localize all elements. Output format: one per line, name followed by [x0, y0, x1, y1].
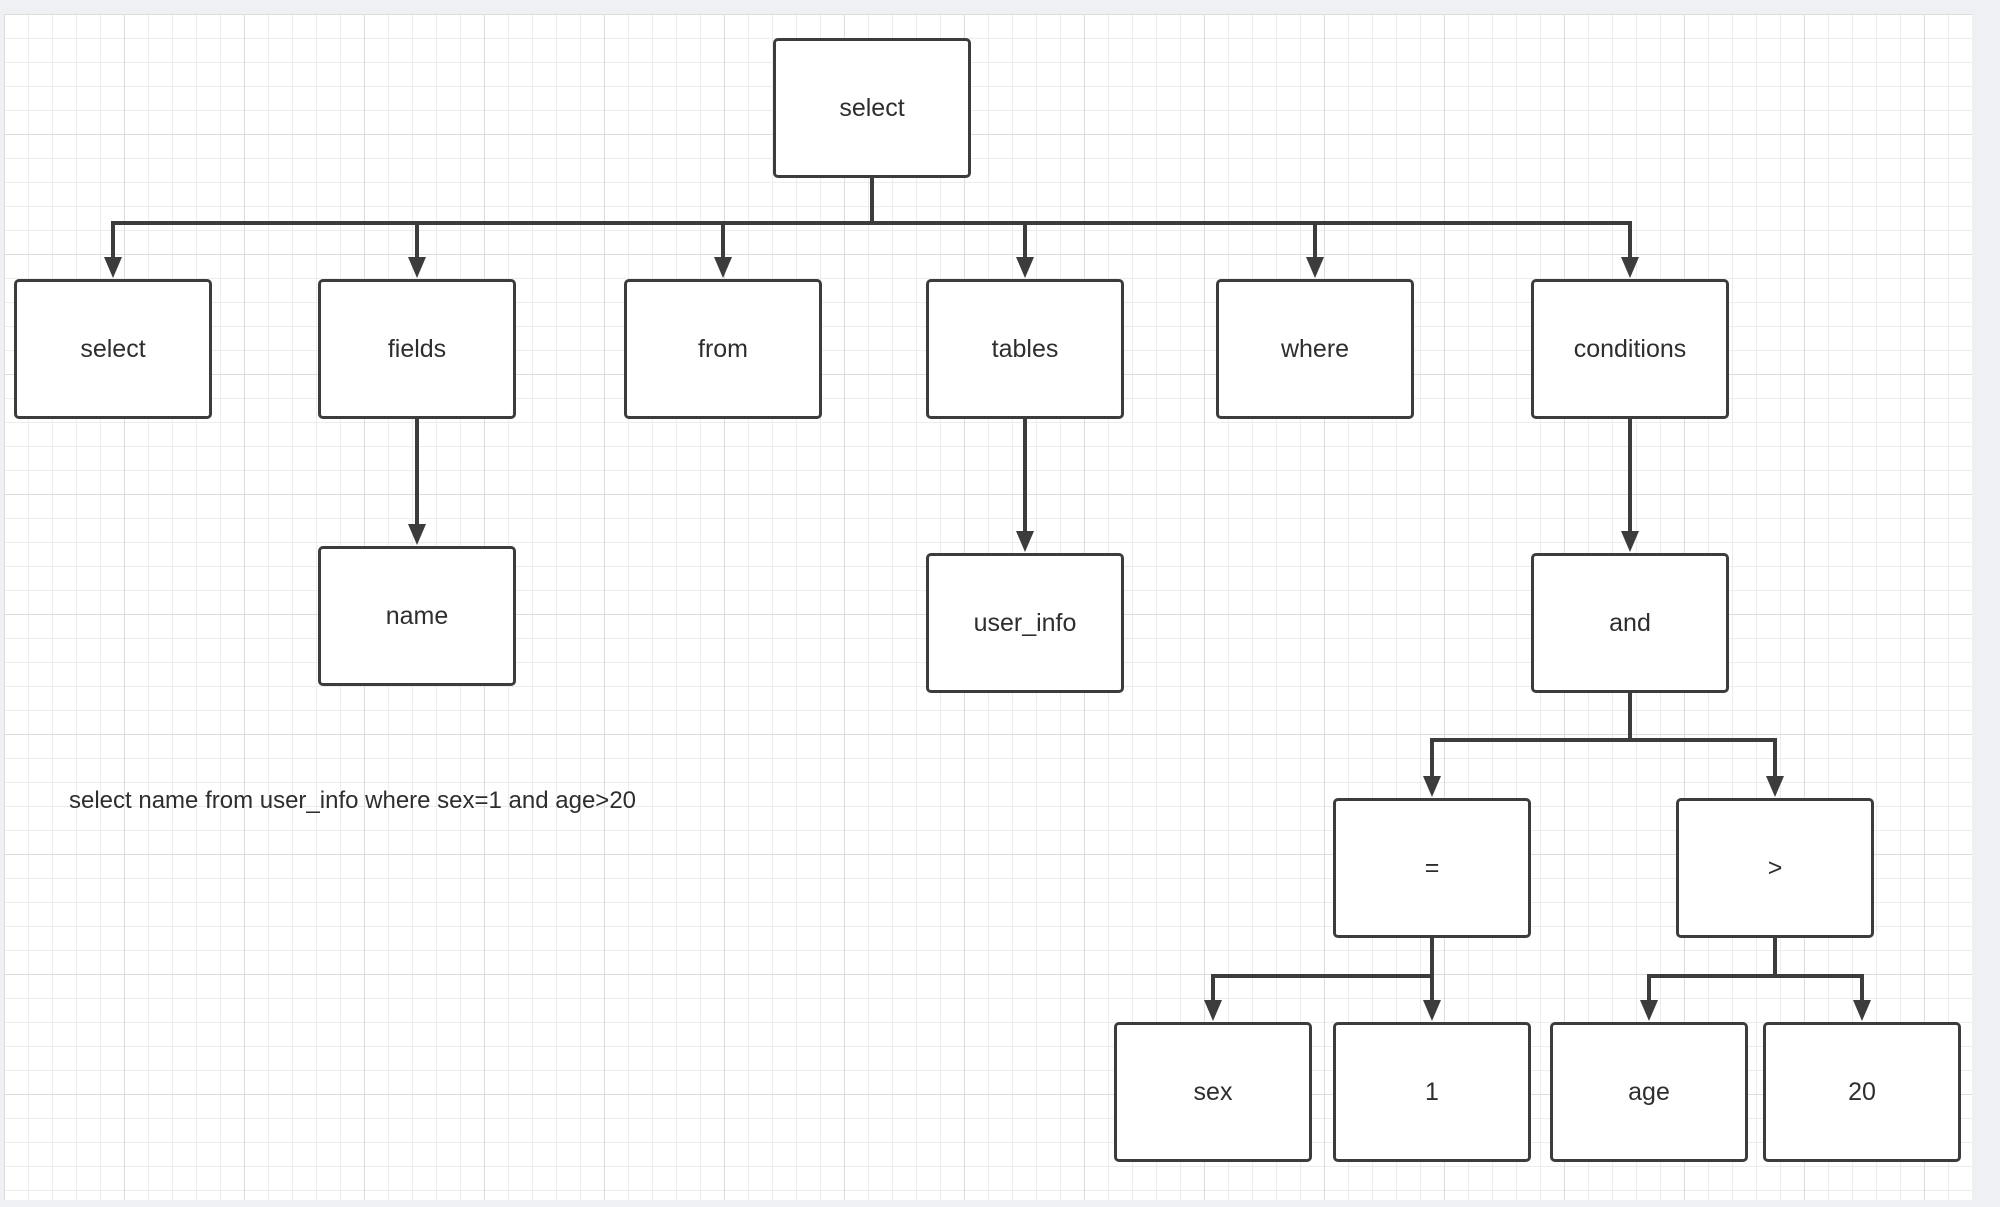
arrowhead-fields [408, 257, 426, 278]
arrowhead-gt [1766, 776, 1784, 797]
arrowhead-twenty [1853, 1000, 1871, 1021]
edges-layer [104, 178, 1871, 1021]
arrowhead-user_info [1016, 531, 1034, 552]
arrowhead-sex [1204, 1000, 1222, 1021]
arrowhead-and [1621, 531, 1639, 552]
connector-root-from [721, 178, 874, 265]
node-conditions[interactable]: conditions [1531, 279, 1729, 419]
connector-and-gt [1628, 693, 1777, 784]
arrowhead-name [408, 524, 426, 545]
arrowhead-one [1423, 1000, 1441, 1021]
node-root-select[interactable]: select [773, 38, 971, 178]
node-sex[interactable]: sex [1114, 1022, 1312, 1162]
arrowhead-where [1306, 257, 1324, 278]
node-1[interactable]: 1 [1333, 1022, 1531, 1162]
connector-root-conditions [870, 178, 1632, 265]
node-age[interactable]: age [1550, 1022, 1748, 1162]
node-equals[interactable]: = [1333, 798, 1531, 938]
arrowhead-from [714, 257, 732, 278]
node-20[interactable]: 20 [1763, 1022, 1961, 1162]
node-tables[interactable]: tables [926, 279, 1124, 419]
arrowhead-conditions [1621, 257, 1639, 278]
node-greater-than[interactable]: > [1676, 798, 1874, 938]
connector-and-eq [1430, 693, 1632, 784]
arrowhead-kw_select [104, 257, 122, 278]
node-and[interactable]: and [1531, 553, 1729, 693]
node-user-info[interactable]: user_info [926, 553, 1124, 693]
diagram-canvas: select select fields from tables where c… [4, 14, 1972, 1200]
arrowhead-age [1640, 1000, 1658, 1021]
arrowhead-eq [1423, 776, 1441, 797]
connector-gt-twenty [1773, 938, 1864, 1008]
node-where[interactable]: where [1216, 279, 1414, 419]
arrowhead-tables [1016, 257, 1034, 278]
node-from[interactable]: from [624, 279, 822, 419]
node-fields[interactable]: fields [318, 279, 516, 419]
connector-eq-sex [1211, 938, 1434, 1008]
sql-query-text: select name from user_info where sex=1 a… [69, 787, 637, 814]
node-select[interactable]: select [14, 279, 212, 419]
connector-gt-age [1647, 938, 1777, 1008]
node-name[interactable]: name [318, 546, 516, 686]
